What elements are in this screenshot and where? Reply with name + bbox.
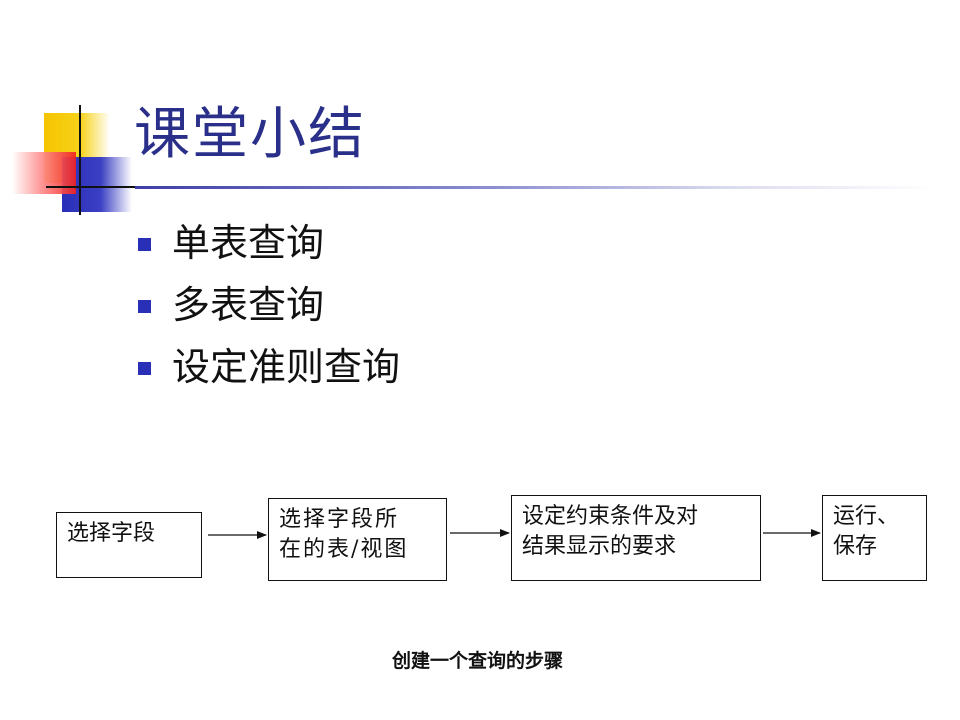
bullet-item: 设定准则查询	[136, 339, 400, 401]
bullet-square-icon	[138, 238, 151, 251]
flow-step-text: 选择字段所	[279, 507, 400, 532]
flow-step-set-criteria: 设定约束条件及对 结果显示的要求	[511, 495, 761, 581]
diagram-caption: 创建一个查询的步骤	[391, 650, 563, 672]
bullet-text: 多表查询	[172, 283, 325, 327]
deco-horizontal-line	[46, 186, 138, 188]
flow-step-text: 结果显示的要求	[522, 534, 677, 559]
bullet-text: 单表查询	[172, 221, 325, 265]
flow-step-select-tables: 选择字段所 在的表/视图	[268, 498, 447, 581]
bullet-item: 多表查询	[136, 277, 400, 339]
bullet-list: 单表查询 多表查询 设定准则查询	[136, 215, 400, 401]
bullet-square-icon	[138, 362, 151, 375]
flow-step-run-save: 运行、 保存	[822, 495, 927, 581]
bullet-square-icon	[138, 300, 151, 313]
bullet-text: 设定准则查询	[172, 345, 401, 389]
flow-step-text: 选择字段	[67, 521, 156, 546]
slide-title: 课堂小结	[134, 102, 366, 167]
flow-step-select-fields: 选择字段	[56, 512, 202, 578]
bullet-item: 单表查询	[136, 215, 400, 277]
title-underline	[135, 186, 935, 189]
flow-step-text: 运行、	[833, 504, 900, 529]
flow-step-text: 设定约束条件及对	[522, 504, 699, 529]
deco-vertical-line	[79, 105, 81, 215]
flow-step-text: 在的表/视图	[279, 537, 409, 562]
flow-step-text: 保存	[833, 534, 878, 559]
